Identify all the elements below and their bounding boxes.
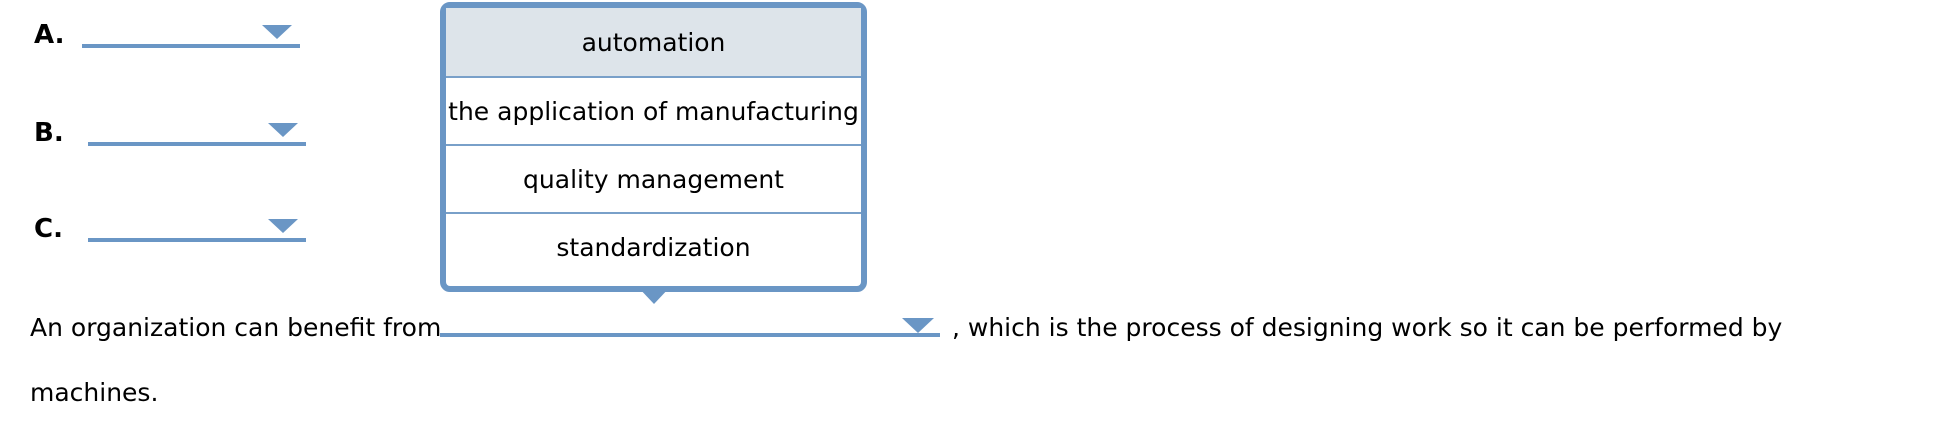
answer-dropdown-c[interactable] [88,214,306,242]
menu-option-standardization[interactable]: standardization [446,212,861,280]
menu-option-automation[interactable]: automation [446,8,861,76]
menu-option-quality-management[interactable]: quality management [446,144,861,212]
answer-row-a: A. [0,20,420,60]
answer-label-a: A. [34,20,65,50]
sentence-before-blank: An organization can benefit from [30,313,442,342]
dropdown-arrow-icon[interactable] [902,318,934,333]
answer-row-b: B. [0,118,420,158]
menu-pointer-icon [636,286,671,304]
answer-dropdown-b[interactable] [88,118,306,146]
dropdown-menu: automation the application of manufactur… [440,2,867,304]
menu-option-application-of-manufacturing[interactable]: the application of manufacturing [446,76,861,144]
sentence-dropdown-blank[interactable] [440,305,940,337]
sentence-after-blank: , which is the process of designing work… [952,313,1783,342]
dropdown-arrow-icon[interactable] [268,219,298,233]
answer-dropdown-a[interactable] [82,20,300,48]
answer-label-b: B. [34,118,64,148]
question-sentence: An organization can benefit from , which… [0,305,1940,355]
dropdown-arrow-icon[interactable] [268,123,298,137]
sentence-line2: machines. [30,378,159,407]
dropdown-arrow-icon[interactable] [262,25,292,39]
answer-label-c: C. [34,214,63,244]
answer-row-c: C. [0,214,420,254]
